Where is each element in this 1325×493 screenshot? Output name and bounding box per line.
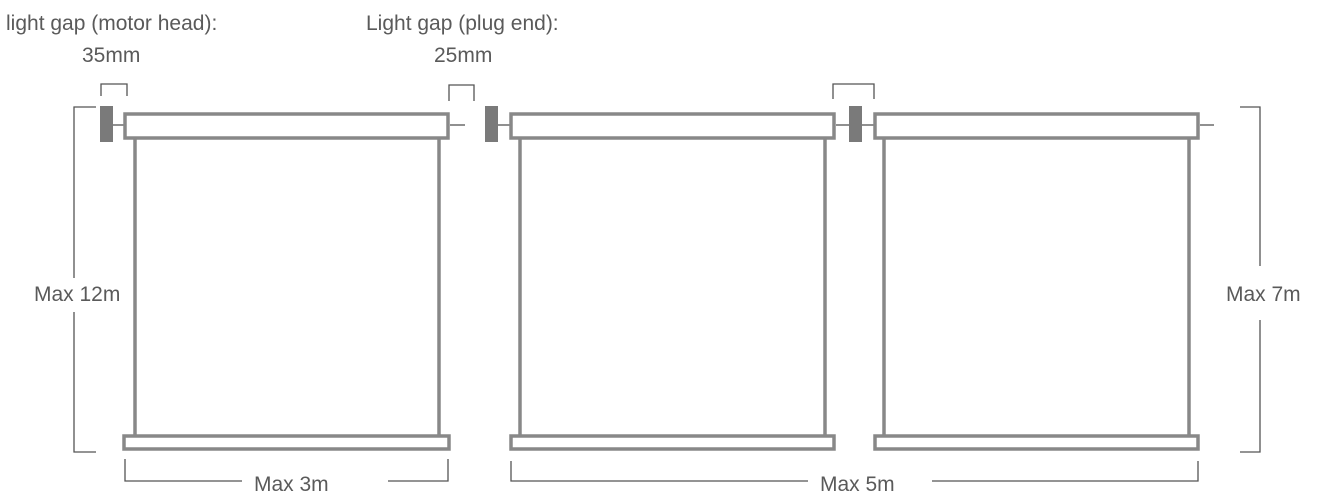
bottom-rail bbox=[873, 434, 1200, 451]
bottom-rail bbox=[509, 434, 836, 451]
motor-head-block bbox=[100, 106, 113, 142]
coupled-width-dim-right bbox=[932, 461, 1199, 482]
bottom-rail bbox=[122, 434, 451, 451]
motor-head-block bbox=[485, 106, 498, 142]
single-blind bbox=[100, 106, 465, 451]
plug-gap-title: Light gap (plug end): bbox=[366, 12, 559, 35]
single-width-dim-right bbox=[388, 459, 449, 482]
motor-gap-value: 35mm bbox=[82, 44, 140, 67]
coupled-height-label: Max 7m bbox=[1226, 283, 1301, 306]
coupled-blind-right bbox=[873, 112, 1214, 451]
roller-tube bbox=[873, 112, 1200, 140]
single-width-dim-left bbox=[124, 459, 242, 482]
coupling-gap-bracket bbox=[832, 83, 875, 99]
coupling-bracket-block bbox=[849, 106, 862, 142]
motor-gap-title: light gap (motor head): bbox=[6, 12, 217, 35]
coupled-width-dim-left bbox=[510, 461, 808, 482]
coupled-height-dim-top bbox=[1240, 106, 1261, 266]
roller-tube bbox=[509, 112, 836, 140]
plug-gap-bracket bbox=[448, 84, 475, 101]
coupled-blind-left bbox=[485, 106, 836, 451]
motor-gap-bracket bbox=[100, 83, 128, 96]
single-height-dim-top bbox=[73, 106, 96, 278]
single-height-dim-bottom bbox=[73, 312, 96, 453]
roller-tube bbox=[123, 112, 450, 140]
coupled-height-dim-bottom bbox=[1240, 320, 1261, 453]
plug-gap-value: 25mm bbox=[434, 44, 492, 67]
single-width-label: Max 3m bbox=[254, 473, 329, 493]
coupled-width-label: Max 5m bbox=[820, 473, 895, 493]
single-height-label: Max 12m bbox=[34, 283, 120, 306]
